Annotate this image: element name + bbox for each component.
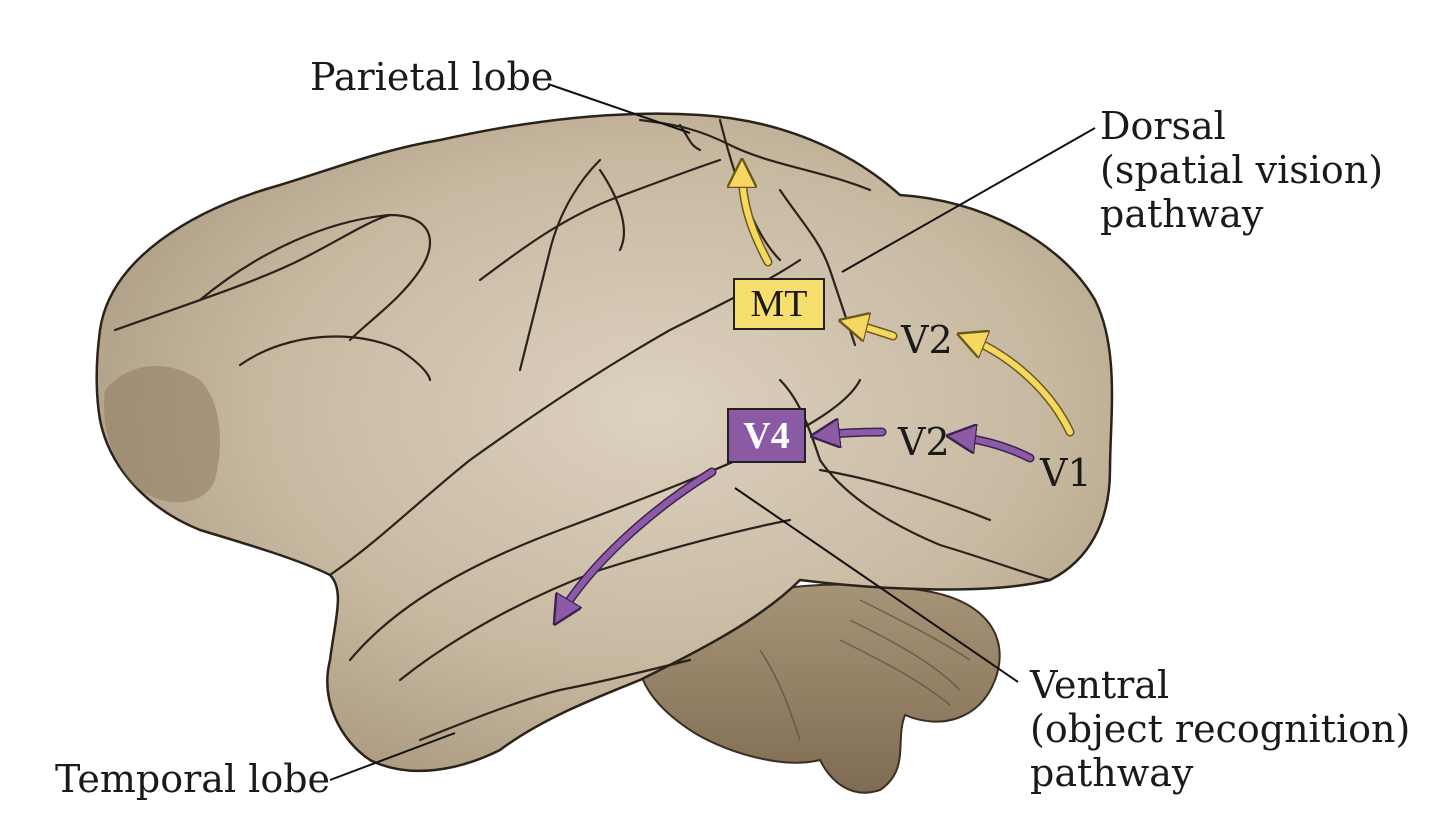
dorsal-arrows (742, 170, 1075, 437)
dorsal-label-line2: (spatial vision) (1100, 148, 1384, 192)
temporal-lobe-label: Temporal lobe (55, 757, 331, 801)
ventral-leader (734, 487, 1019, 683)
parietal-lobe-label: Parietal lobe (310, 55, 554, 99)
mt-area-box: MT (733, 278, 825, 330)
frontal-shadow (104, 366, 220, 503)
dorsal-pathway-label: Dorsal (spatial vision) pathway (1100, 104, 1383, 236)
mt-to-parietal-arrow (742, 170, 771, 265)
v1-to-v2-dorsal-arrow (968, 338, 1073, 435)
leader-lines (329, 83, 1096, 781)
dorsal-label-line3: pathway (1100, 192, 1264, 236)
v4-area-box: V4 (727, 408, 806, 463)
v2-to-v4-arrow (822, 432, 885, 435)
v2-to-mt-arrow (850, 323, 896, 336)
dorsal-label-line1: Dorsal (1100, 104, 1226, 148)
temporal-leader (329, 732, 456, 781)
ventral-pathway-label: Ventral (object recognition) pathway (1030, 663, 1410, 795)
cerebellum-folia (759, 599, 971, 741)
v1-to-v2-ventral-arrow (958, 437, 1033, 461)
parietal-leader (547, 83, 691, 134)
v1-label: V1 (1040, 451, 1092, 495)
sulci (113, 118, 1052, 742)
v2-upper-label: V2 (901, 318, 953, 362)
ventral-label-line1: Ventral (1030, 663, 1170, 707)
v4-to-temporal-arrow (560, 469, 715, 615)
ventral-arrows (560, 432, 1035, 615)
ventral-label-line3: pathway (1030, 751, 1194, 795)
ventral-label-line2: (object recognition) (1030, 707, 1411, 751)
v2-lower-label: V2 (898, 420, 950, 464)
dorsal-leader (841, 127, 1096, 273)
